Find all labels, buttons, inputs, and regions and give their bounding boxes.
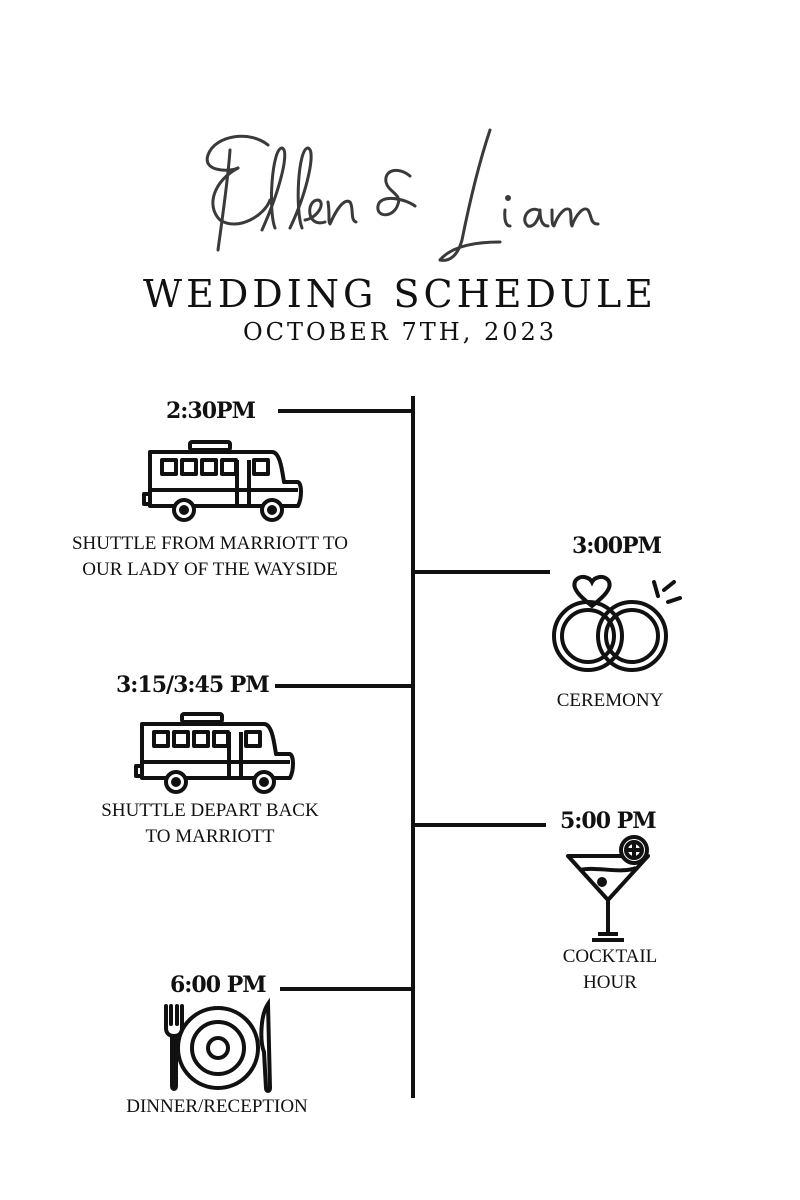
plate-cutlery-icon [164,997,273,1093]
event-label: COCKTAIL HOUR [562,946,658,993]
event-time: 5:00 PM [560,808,657,834]
event-label: CEREMONY [556,690,664,711]
page-title: WEDDING SCHEDULE [143,272,657,316]
cocktail-glass-icon [566,835,650,942]
couple-names-script [205,128,600,262]
event-time: 6:00 PM [170,972,267,998]
event-label: SHUTTLE DEPART BACK TO MARRIOTT [101,800,319,847]
wedding-rings-icon [552,574,682,672]
shuttle-bus-icon [142,440,303,522]
event-time: 3:15/3:45 PM [116,672,270,698]
event-date: OCTOBER 7TH, 2023 [242,318,558,346]
event-time: 3:00PM [572,533,662,559]
event-time: 2:30PM [166,398,256,424]
event-label: SHUTTLE FROM MARRIOTT TO OUR LADY OF THE… [71,533,349,580]
event-label: DINNER/RECEPTION [126,1096,308,1117]
shuttle-bus-icon [134,712,295,794]
